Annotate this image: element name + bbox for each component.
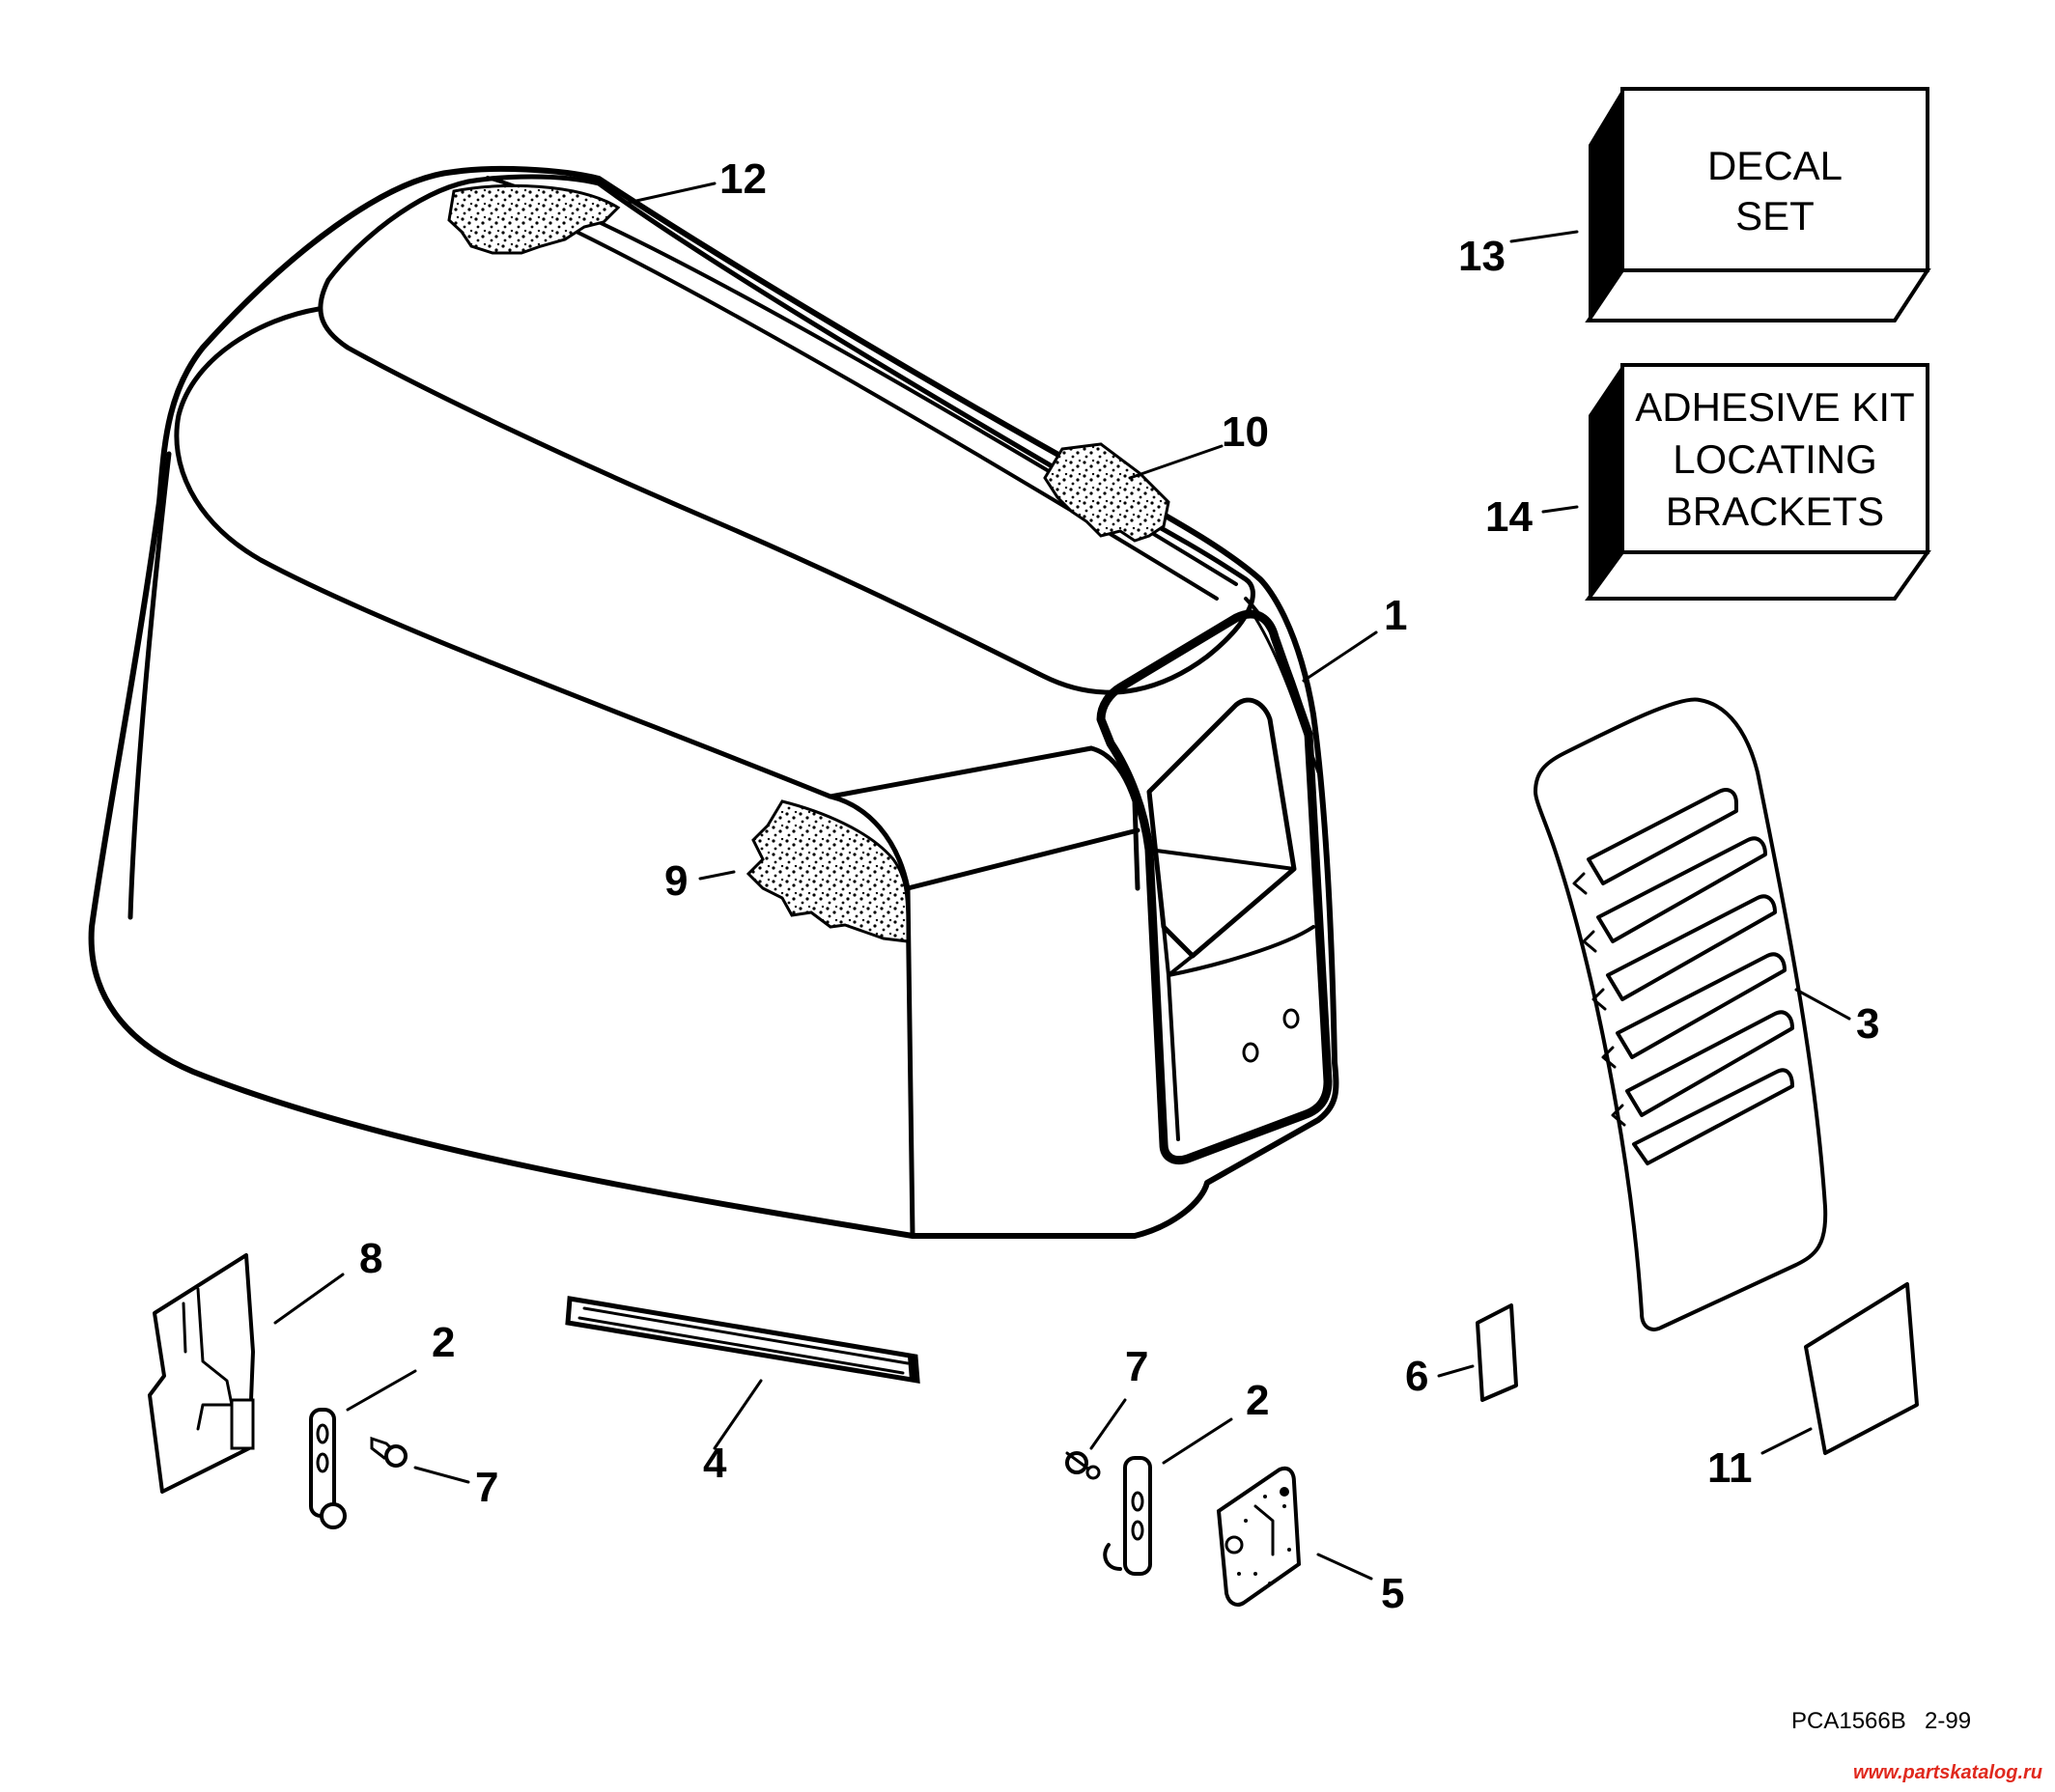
decal-patch-10 [1043,442,1170,543]
latch-plate-2-left [309,1408,347,1529]
callout-13: 13 [1458,233,1506,280]
callout-8: 8 [359,1235,382,1282]
bracket-8 [148,1253,255,1494]
pad-11 [1804,1282,1919,1455]
latch-plate-2-right [1103,1456,1152,1576]
decal-set-line2: SET [1735,193,1815,238]
adhesive-kit-line2: LOCATING [1673,436,1877,482]
callout-6: 6 [1405,1353,1428,1400]
callout-11: 11 [1707,1444,1753,1492]
callout-3: 3 [1856,1000,1879,1048]
callout-7-right: 7 [1125,1343,1148,1390]
watermark-url: www.partskatalog.ru [1853,1762,2042,1783]
callout-2-right: 2 [1246,1377,1269,1424]
callout-2-left: 2 [432,1319,455,1366]
vent-grille [1534,697,1828,1331]
callout-7-left: 7 [475,1464,498,1511]
callout-12: 12 [719,155,767,203]
screw-7-right [1065,1451,1101,1480]
callout-5: 5 [1381,1570,1404,1617]
catch-plate-5 [1216,1466,1302,1607]
pad-6 [1476,1303,1518,1402]
decal-patch-12 [447,183,621,255]
callout-14: 14 [1485,493,1533,541]
figure-date: 2-99 [1925,1708,1971,1734]
figure-code: PCA1566B [1791,1708,1906,1734]
adhesive-kit-line3: BRACKETS [1666,489,1884,534]
seal-strip [565,1296,920,1384]
decal-set-box: DECAL SET [1585,87,1931,322]
callout-10: 10 [1222,408,1269,456]
grille-slots [1587,788,1794,1165]
engine-cowl [88,165,1339,1239]
decal-set-line1: DECAL [1707,143,1843,188]
catch-plate-dots [1237,1495,1291,1585]
decal-patch-9 [746,799,910,943]
screw-7-left [370,1436,408,1468]
callout-numbers: 12 10 1 9 3 13 14 8 2 7 4 7 2 5 6 11 [359,155,1879,1617]
callout-1: 1 [1384,592,1407,639]
adhesive-kit-line1: ADHESIVE KIT [1635,384,1914,430]
callout-9: 9 [664,857,688,905]
adhesive-kit-box: ADHESIVE KIT LOCATING BRACKETS [1585,363,1931,601]
callout-4: 4 [703,1440,727,1487]
leader-lines [273,182,1851,1581]
